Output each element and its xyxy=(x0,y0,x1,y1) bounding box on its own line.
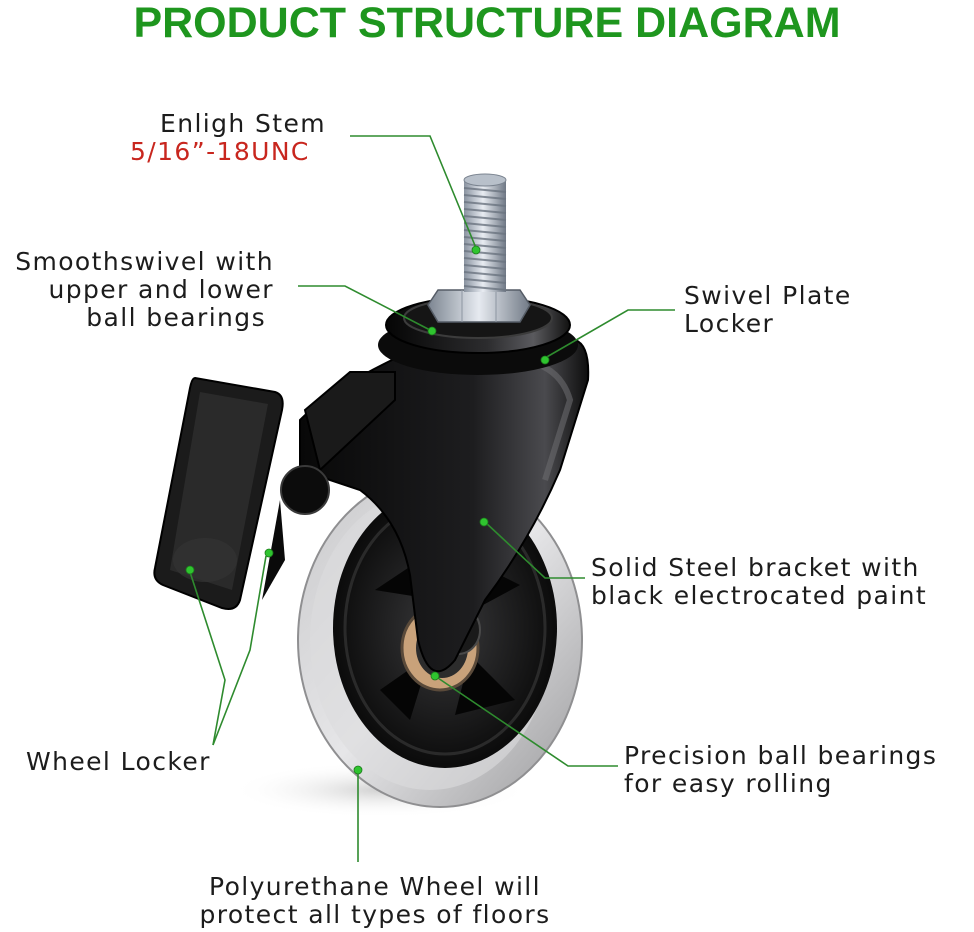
thread-line xyxy=(463,229,507,235)
label-steel-bracket: Solid Steel bracket with black electroca… xyxy=(591,554,974,610)
label-wheel-locker: Wheel Locker xyxy=(26,748,211,776)
label-bearing-line1: Precision ball bearings xyxy=(624,741,938,770)
label-bracket-line1: Solid Steel bracket with xyxy=(591,554,920,582)
leader-locker-2 xyxy=(189,571,226,746)
leader-swivel xyxy=(298,285,431,331)
label-bearing-line2: for easy rolling xyxy=(624,769,833,798)
label-wheel-line1: Polyurethane Wheel will xyxy=(208,872,542,901)
thread-line xyxy=(463,278,507,284)
thread-line xyxy=(463,285,507,291)
label-plate-line2: Locker xyxy=(684,309,775,338)
label-stem-text: Enligh Stem xyxy=(160,109,326,138)
marker-dot-plate xyxy=(540,355,550,365)
hex-nut xyxy=(427,289,531,323)
thread-line xyxy=(463,222,507,228)
thread-line xyxy=(463,250,507,256)
marker-dot-locker-2 xyxy=(185,565,195,575)
marker-dot-wheel xyxy=(353,765,363,775)
leader-plate xyxy=(544,309,675,359)
thread-line xyxy=(463,215,507,221)
label-swivel-line1: Smoothswivel with xyxy=(15,247,274,276)
marker-dot-swivel xyxy=(427,326,437,336)
label-bracket-line2: black electrocated paint xyxy=(591,581,928,610)
leader-bearing xyxy=(434,675,618,767)
thread-line xyxy=(463,243,507,249)
label-wheel-line2: protect all types of floors xyxy=(199,900,551,929)
label-enligh-stem: Enligh Stem 5/16”-18UNC xyxy=(130,109,326,166)
leader-stem xyxy=(350,135,477,249)
label-swivel-line2: upper and lower xyxy=(48,275,274,304)
marker-dot-locker xyxy=(264,548,274,558)
label-precision-bearings: Precision ball bearings for easy rolling xyxy=(624,742,937,798)
label-locker-text: Wheel Locker xyxy=(26,747,211,776)
thread-line xyxy=(463,194,507,200)
label-plate-line1: Swivel Plate xyxy=(684,281,852,310)
marker-dot-bearing xyxy=(430,671,440,681)
label-stem-spec: 5/16”-18UNC xyxy=(130,137,310,166)
label-smoothswivel: Smoothswivel with upper and lower ball b… xyxy=(0,248,274,332)
marker-dot-stem xyxy=(471,245,481,255)
leader-locker xyxy=(212,555,267,746)
page-title: PRODUCT STRUCTURE DIAGRAM xyxy=(133,0,841,47)
thread-line xyxy=(463,201,507,207)
leader-bracket xyxy=(484,521,585,579)
thread-line xyxy=(463,208,507,214)
marker-dot-bracket xyxy=(479,517,489,527)
thread-line xyxy=(463,271,507,277)
label-swivel-plate-locker: Swivel Plate Locker xyxy=(684,282,852,338)
label-polyurethane-wheel: Polyurethane Wheel will protect all type… xyxy=(160,873,590,929)
thread-line xyxy=(463,187,507,193)
thread-line xyxy=(463,257,507,263)
thread-line xyxy=(463,264,507,270)
label-swivel-line3: ball bearings xyxy=(86,303,266,332)
